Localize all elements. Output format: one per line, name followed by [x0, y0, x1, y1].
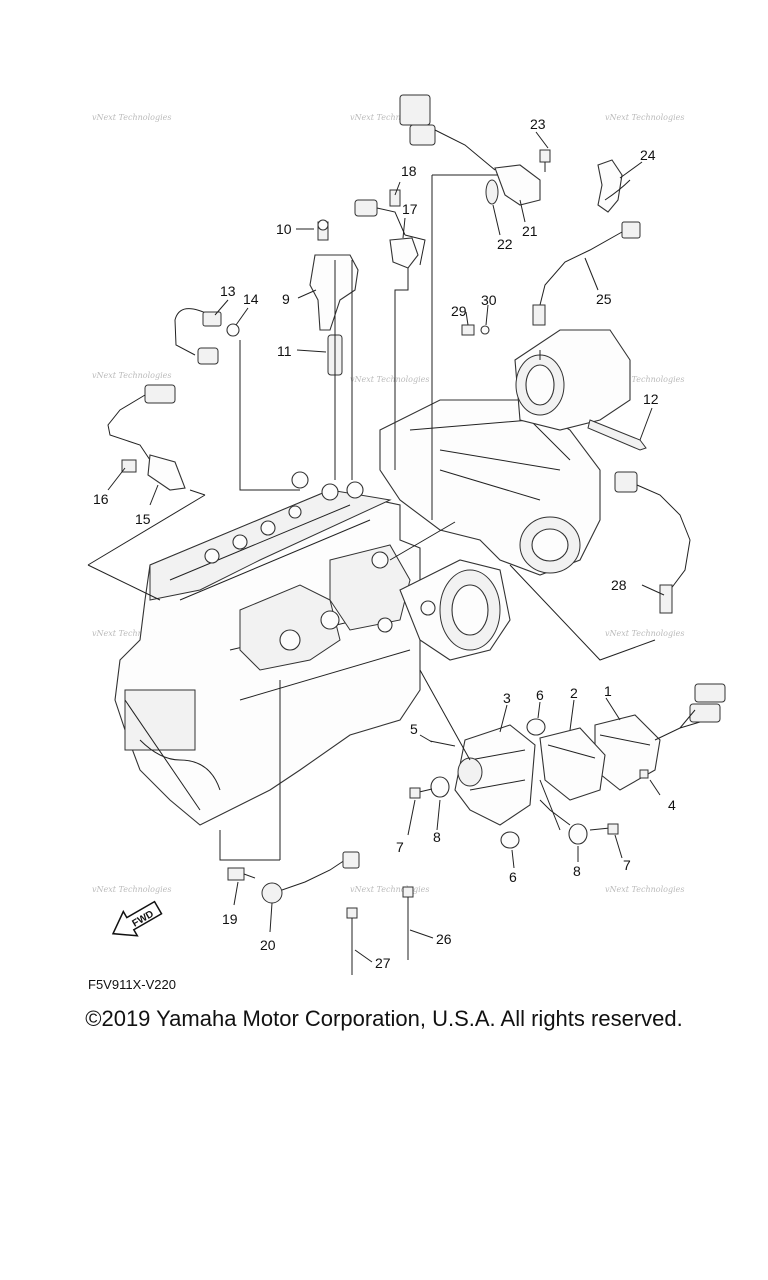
callout-2: 2: [570, 685, 578, 701]
fwd-label: FWD: [131, 909, 156, 930]
engine-block: [114, 471, 421, 826]
callout-9: 9: [282, 291, 290, 307]
copyright-notice: ©2019 Yamaha Motor Corporation, U.S.A. A…: [85, 1006, 683, 1031]
callout-26: 26: [436, 931, 452, 947]
fwd-arrow: FWD: [111, 900, 163, 937]
o2-sensor: [174, 308, 240, 365]
callout-28: 28: [611, 577, 627, 593]
callout-25: 25: [596, 291, 612, 307]
callout-19: 19: [222, 911, 238, 927]
callout-1: 1: [604, 683, 612, 699]
watermark: vNext Technologies: [92, 113, 171, 122]
sensor-12: [587, 419, 647, 451]
callout-11: 11: [277, 343, 292, 359]
parts-diagram: vNext Technologies vNext Technologies vN…: [87, 94, 726, 975]
watermark: vNext Technologies: [92, 629, 171, 638]
callout-18: 18: [401, 163, 417, 179]
callout-30: 30: [481, 292, 497, 308]
sensor-19: [227, 867, 256, 881]
callout-17: 17: [402, 201, 418, 217]
sensor-28: [614, 471, 691, 614]
callout-6: 6: [536, 687, 544, 703]
watermark: vNext Technologies: [605, 113, 684, 122]
callout-5: 5: [410, 721, 418, 737]
cable-tie-27: [346, 907, 358, 975]
callout-4: 4: [668, 797, 676, 813]
callout-14: 14: [243, 291, 259, 307]
callout-8: 8: [433, 829, 441, 845]
temperature-sensor-25: [532, 221, 641, 326]
callout-10: 10: [276, 221, 292, 237]
watermark: vNext Technologies: [605, 885, 684, 894]
diagram-code: F5V911X-V220: [88, 977, 176, 992]
callout-22: 22: [497, 236, 513, 252]
assembly-lines: [87, 174, 656, 861]
callout-16: 16: [93, 491, 109, 507]
fwd-arrow-icon: [111, 900, 163, 937]
callout-27: 27: [375, 955, 391, 971]
callout-29: 29: [451, 303, 467, 319]
watermark: vNext Technologies: [350, 375, 429, 384]
callout-3: 3: [503, 690, 511, 706]
ecu-assembly: [409, 683, 726, 849]
callout-13: 13: [220, 283, 236, 299]
callout-15: 15: [135, 511, 151, 527]
callout-21: 21: [522, 223, 538, 239]
watermark: vNext Technologies: [350, 113, 429, 122]
crank-sensor-harness: [399, 94, 551, 206]
knock-sensor-20: [261, 851, 360, 904]
bracket-29: [461, 324, 490, 336]
watermark: vNext Technologies: [605, 375, 684, 384]
watermark: vNext Technologies: [350, 885, 429, 894]
watermark: vNext Technologies: [92, 371, 171, 380]
callout-7: 7: [396, 839, 404, 855]
cable-tie-26: [402, 886, 414, 960]
ignition-coil: [309, 219, 359, 390]
callout-7b: 7: [623, 857, 631, 873]
exhaust-duct: [377, 559, 511, 661]
cam-sensor: [354, 189, 426, 269]
callout-12: 12: [643, 391, 659, 407]
watermark: vNext Technologies: [92, 885, 171, 894]
sensor-15: [107, 384, 186, 491]
callouts: 1 2 3 4 5 6 6 7 7 8 8 9 10 11 12 13 14 1…: [93, 116, 676, 971]
callout-24: 24: [640, 147, 656, 163]
throttle-body: [514, 329, 631, 431]
watermark: vNext Technologies: [605, 629, 684, 638]
callout-20: 20: [260, 937, 276, 953]
callout-23: 23: [530, 116, 546, 132]
leader-lines: [107, 131, 665, 963]
clamp: [597, 159, 631, 213]
intake-housing: [379, 399, 601, 576]
callout-8b: 8: [573, 863, 581, 879]
callout-6b: 6: [509, 869, 517, 885]
